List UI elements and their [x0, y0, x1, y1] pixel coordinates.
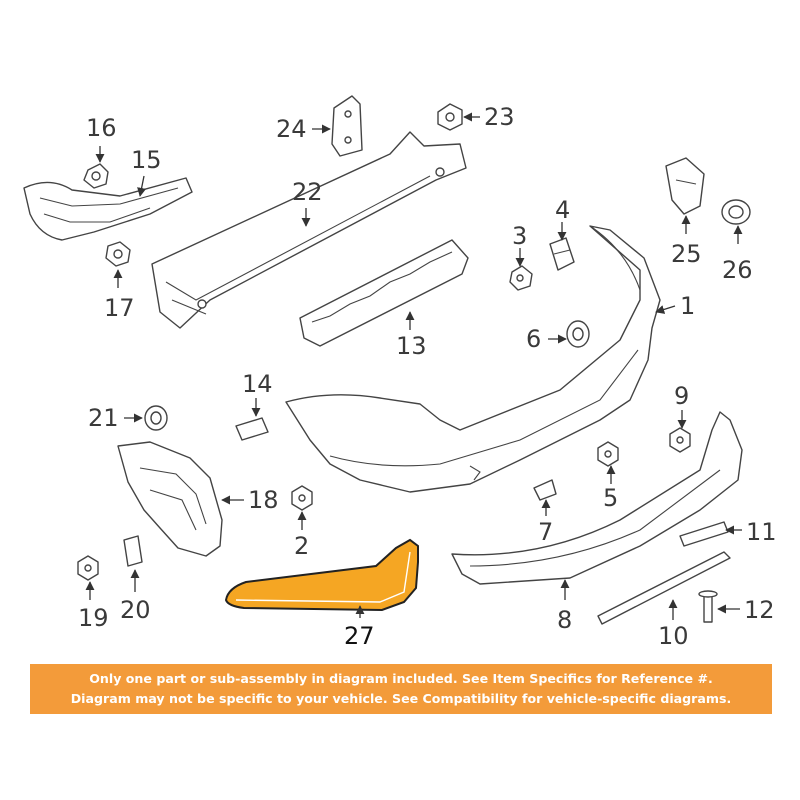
- callout-1: 1: [680, 292, 695, 320]
- callout-16: 16: [86, 114, 117, 142]
- disclaimer-banner: Only one part or sub-assembly in diagram…: [30, 664, 772, 714]
- callout-19: 19: [78, 604, 109, 632]
- callout-26: 26: [722, 256, 753, 284]
- leader-15: [137, 175, 147, 197]
- callout-21: 21: [88, 404, 119, 432]
- part-8-lower-valance: [451, 411, 743, 585]
- callout-12: 12: [744, 596, 775, 624]
- part-6-bumper-stop: [566, 320, 590, 348]
- part-20-bracket: [123, 535, 143, 567]
- callout-23: 23: [484, 103, 515, 131]
- part-25-sensor-holder: [665, 157, 705, 215]
- part-14-bracket: [235, 417, 269, 441]
- callout-18: 18: [248, 486, 279, 514]
- part-21-bumper-stop: [144, 405, 168, 431]
- callout-13: 13: [396, 332, 427, 360]
- leader-lines: [85, 112, 743, 620]
- part-16-bolt: [83, 163, 109, 189]
- callout-6: 6: [526, 325, 541, 353]
- part-26-grommet: [721, 199, 751, 225]
- callout-27: 27: [344, 622, 375, 650]
- callout-8: 8: [557, 606, 572, 634]
- part-11-trim-strip: [679, 521, 729, 547]
- callout-25: 25: [671, 240, 702, 268]
- callout-20: 20: [120, 596, 151, 624]
- part-2-clip: [291, 485, 313, 511]
- callout-24: 24: [276, 115, 307, 143]
- part-9-clip: [669, 427, 691, 453]
- disclaimer-line-2: Diagram may not be specific to your vehi…: [70, 691, 732, 706]
- part-19-clip: [77, 555, 99, 581]
- part-23-nut: [437, 103, 463, 131]
- callout-numbers: 1 2 3 4 5 6 7 8 9 10 11 12 13 14 15 16 1…: [78, 103, 777, 650]
- callout-11: 11: [746, 518, 777, 546]
- callout-2: 2: [294, 532, 309, 560]
- callout-14: 14: [242, 370, 273, 398]
- callout-4: 4: [555, 196, 570, 224]
- part-10-trim-strip: [597, 551, 731, 625]
- part-12-stud: [698, 590, 718, 623]
- callout-10: 10: [658, 622, 689, 650]
- part-27-reflector-highlighted: [224, 538, 419, 612]
- callout-22: 22: [292, 178, 323, 206]
- part-22-reinforcement-bar: [151, 131, 467, 329]
- disclaimer-line-1: Only one part or sub-assembly in diagram…: [89, 671, 713, 686]
- part-4-bracket: [549, 237, 575, 271]
- callout-15: 15: [131, 146, 162, 174]
- callout-17: 17: [104, 294, 135, 322]
- part-7-bracket: [533, 479, 557, 501]
- part-27-shape: [224, 538, 419, 612]
- part-18-side-bracket: [117, 441, 223, 557]
- part-13-energy-absorber: [299, 239, 469, 347]
- part-15-bracket: [23, 177, 193, 241]
- callout-5: 5: [603, 484, 618, 512]
- leader-1: [655, 305, 676, 314]
- part-3-clip: [509, 265, 533, 291]
- callout-9: 9: [674, 382, 689, 410]
- part-1-bumper-cover: [285, 225, 661, 493]
- part-17-nut: [105, 241, 131, 267]
- callout-7: 7: [538, 518, 553, 546]
- part-5-clip: [597, 441, 619, 467]
- part-24-plate: [331, 95, 363, 157]
- callout-3: 3: [512, 222, 527, 250]
